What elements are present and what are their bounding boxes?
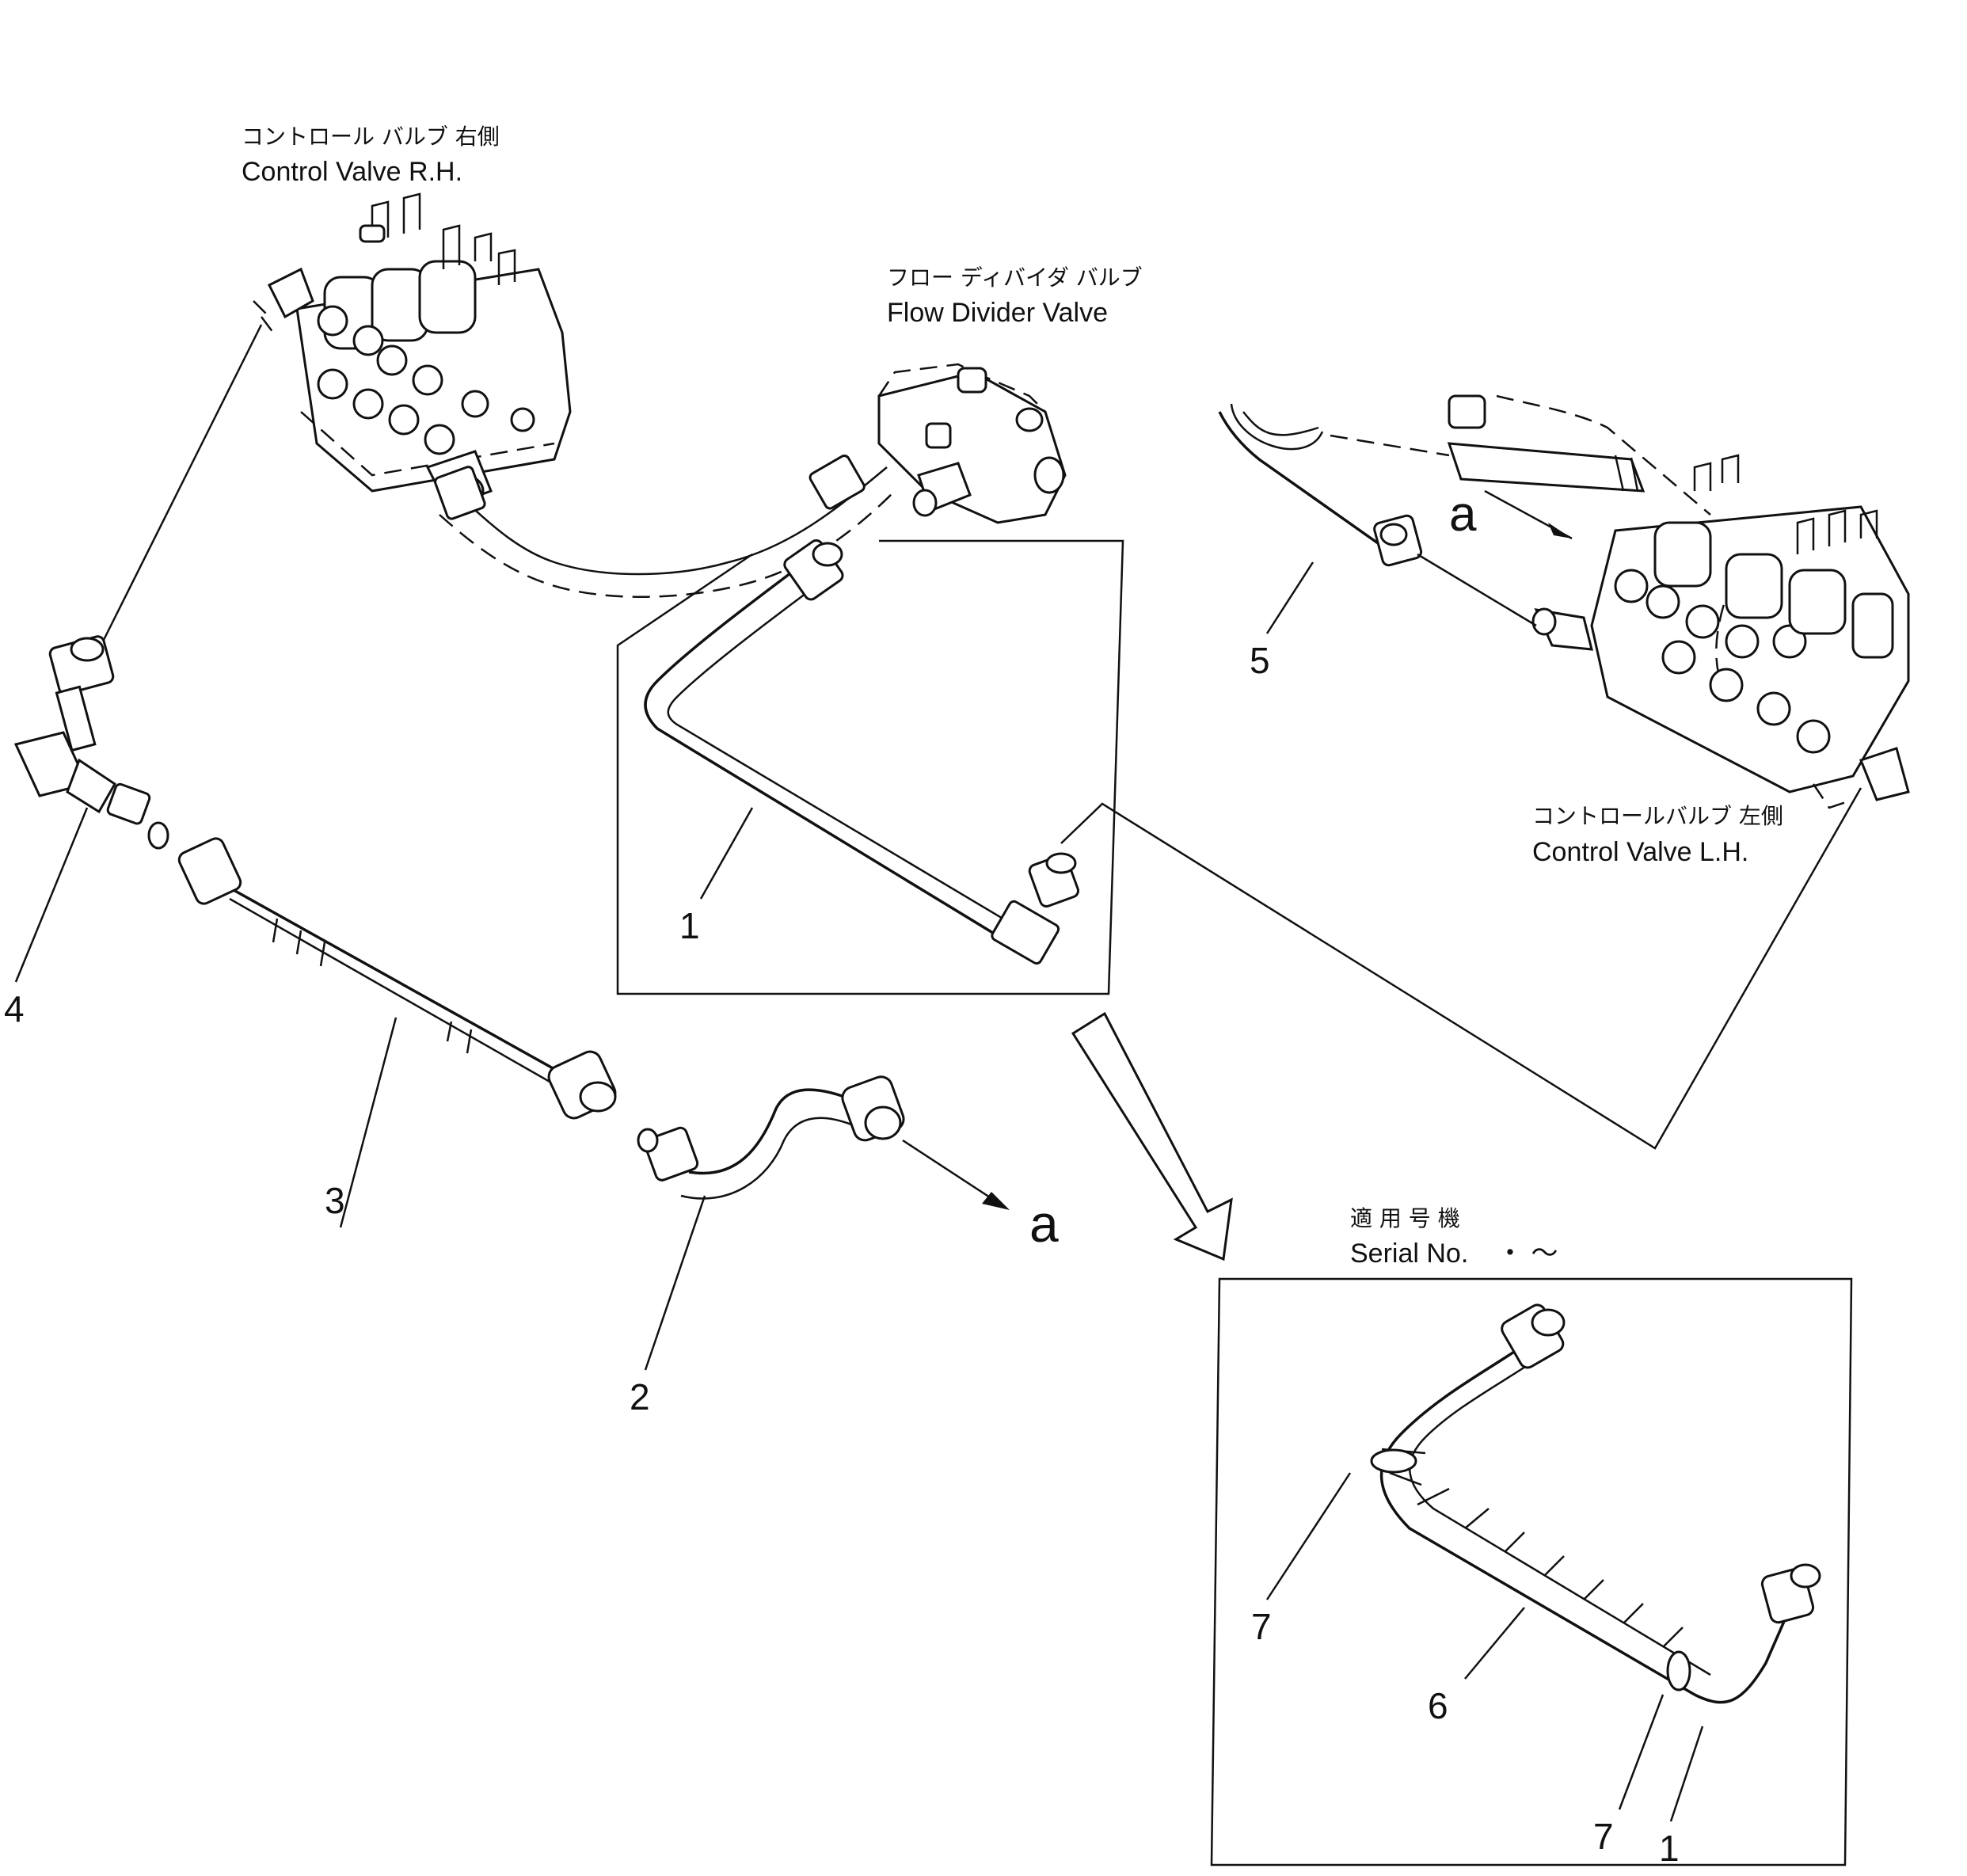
part-4-fitting: 4 [4, 324, 263, 1029]
control-valve-rh-drawing [253, 192, 572, 508]
label-control-valve-lh: コントロールバルブ 左側 Control Valve L.H. [1532, 803, 1783, 867]
control-valve-lh-en: Control Valve L.H. [1532, 837, 1748, 867]
callout-a-top: a [1449, 487, 1477, 542]
part-5-pipe: 5 [1218, 403, 1423, 681]
control-valve-lh-jp: コントロールバルブ 左側 [1532, 803, 1783, 829]
connector-line-1-to-lh [1060, 787, 1862, 1150]
part-2-pipe: a 2 [630, 1075, 1059, 1417]
dashed-connection-pipe [434, 455, 896, 598]
flow-divider-valve-en: Flow Divider Valve [887, 298, 1108, 328]
callout-3: 3 [325, 1180, 345, 1221]
serial-jp: 適 用 号 機 [1350, 1205, 1460, 1231]
label-flow-divider-valve: フロー ディバイダ バルブ Flow Divider Valve [887, 264, 1143, 328]
part-1-frame: 1 [616, 539, 1124, 995]
control-valve-rh-en: Control Valve R.H. [242, 157, 462, 187]
callout-a-bottom: a [1029, 1194, 1059, 1253]
callout-4: 4 [4, 988, 25, 1029]
callout-2: 2 [630, 1376, 650, 1417]
callout-1: 1 [679, 905, 700, 946]
part-3-hose: 3 [177, 837, 617, 1228]
flow-divider-valve-drawing [877, 363, 1067, 524]
label-control-valve-rh: コントロール バルブ 右側 Control Valve R.H. [242, 124, 500, 187]
callout-5: 5 [1250, 640, 1270, 681]
callout-7-top: 7 [1251, 1606, 1272, 1647]
control-valve-lh-drawing: a [1330, 394, 1910, 809]
label-serial-no: 適 用 号 機 Serial No. ・ ～ [1350, 1205, 1558, 1269]
flow-divider-valve-jp: フロー ディバイダ バルブ [887, 264, 1143, 291]
callout-6: 6 [1428, 1685, 1448, 1726]
serial-suffix: ・ ～ [1497, 1239, 1558, 1269]
serial-inset-frame: 7 6 7 1 [1210, 1277, 1853, 1869]
control-valve-rh-jp: コントロール バルブ 右側 [242, 124, 500, 150]
callout-1-inset: 1 [1659, 1828, 1680, 1869]
serial-en: Serial No. [1350, 1239, 1468, 1269]
callout-7-bottom: 7 [1593, 1816, 1614, 1857]
view-arrow [1071, 1011, 1233, 1261]
